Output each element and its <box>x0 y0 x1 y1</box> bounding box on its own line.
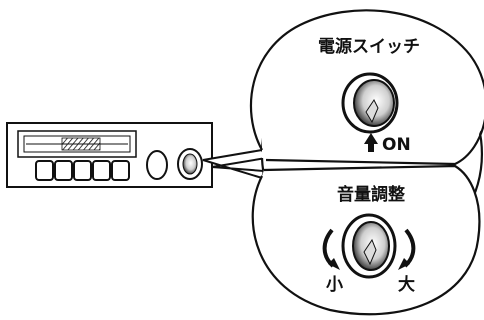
panel-knob-right[interactable] <box>177 148 203 180</box>
panel-knob-left[interactable] <box>146 150 168 180</box>
display-window <box>17 130 137 158</box>
preset-button[interactable] <box>73 160 92 181</box>
volume-callout: 音量調整 小 大 <box>322 184 416 295</box>
device-front-panel <box>6 122 213 188</box>
volume-title: 音量調整 <box>337 184 405 205</box>
preset-button[interactable] <box>35 160 54 181</box>
preset-button[interactable] <box>54 160 73 181</box>
preset-button[interactable] <box>111 160 130 181</box>
power-switch-callout: 電源スイッチ ON <box>318 36 420 155</box>
callout-top-outline <box>249 9 484 166</box>
power-switch-title: 電源スイッチ <box>318 36 420 57</box>
push-arrow-icon <box>364 133 378 152</box>
rotate-left-arrow-icon <box>322 228 340 270</box>
volume-knob[interactable] <box>341 213 397 279</box>
on-label: ON <box>382 135 411 155</box>
preset-button[interactable] <box>92 160 111 181</box>
rotate-right-arrow-icon <box>398 228 416 270</box>
volume-max-label: 大 <box>398 274 415 295</box>
volume-min-label: 小 <box>326 275 343 295</box>
power-switch-knob[interactable] <box>341 72 399 134</box>
preset-buttons <box>35 160 130 181</box>
